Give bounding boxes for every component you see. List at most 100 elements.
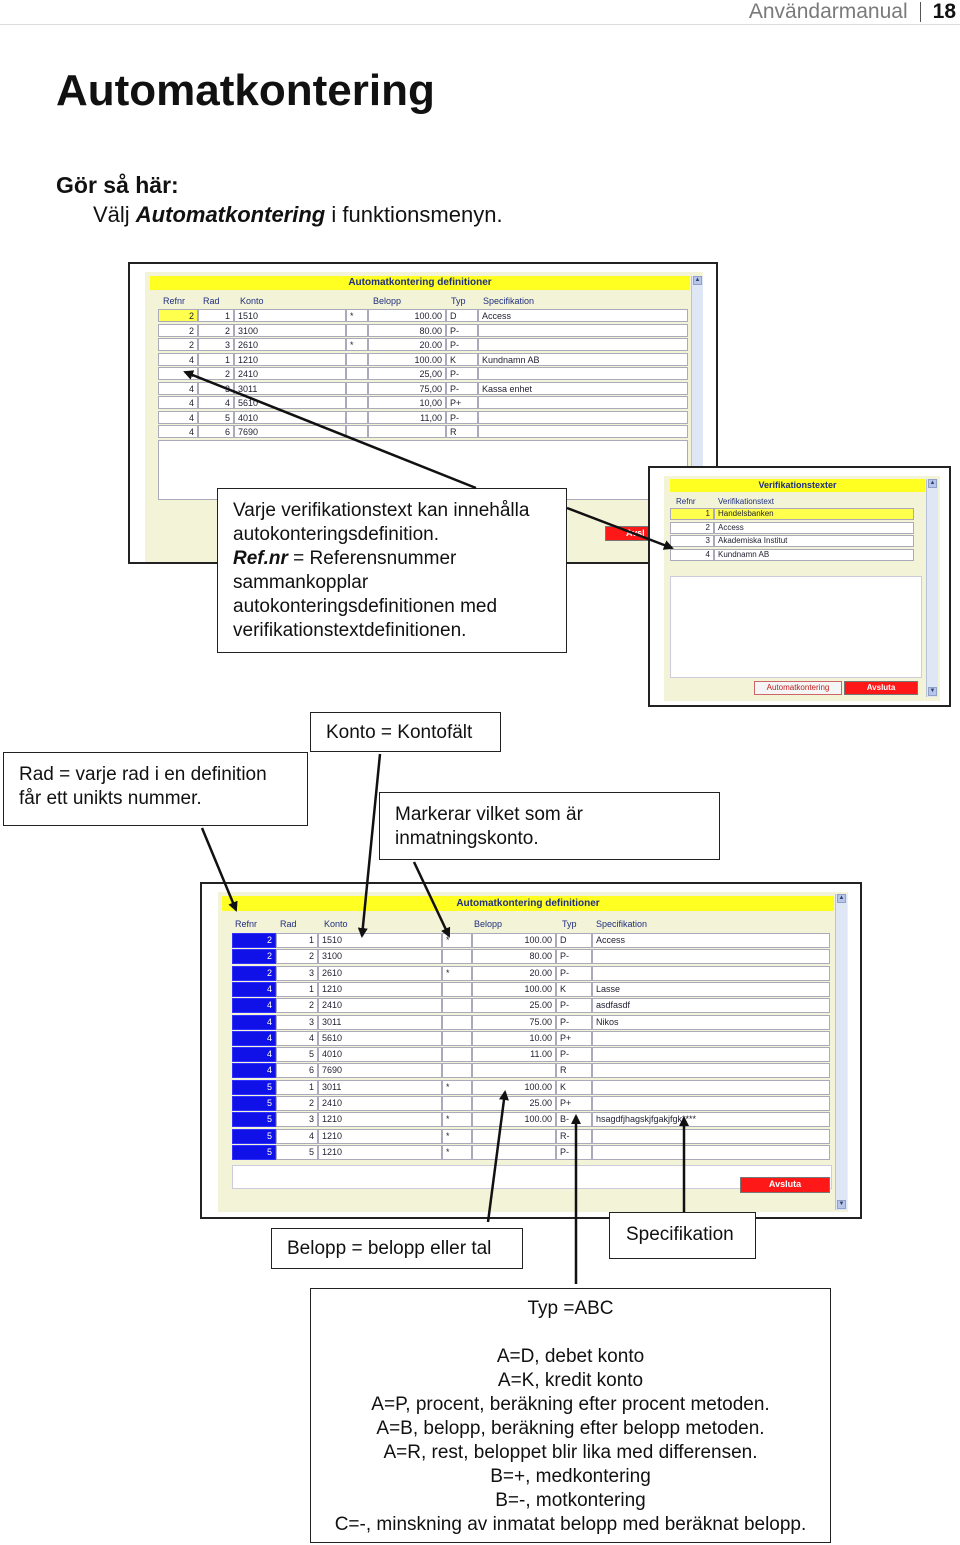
grid-cell[interactable] [472,1063,556,1079]
grid-cell[interactable]: 2 [232,949,276,965]
grid-cell[interactable]: * [442,965,472,981]
scroll-up-icon[interactable]: ▲ [837,894,846,903]
grid-cell[interactable]: 5610 [234,396,346,409]
grid-cell[interactable]: 4 [670,548,714,561]
grid-cell[interactable]: 100.00 [368,352,446,366]
grid-cell[interactable] [472,1128,556,1144]
grid-cell[interactable]: 1510 [318,933,442,948]
grid-cell[interactable] [346,425,368,438]
grid-cell[interactable]: 2 [158,309,198,322]
grid-cell[interactable]: 1 [276,933,318,948]
grid-cell[interactable] [346,323,368,337]
grid-cell[interactable]: P- [556,1014,592,1030]
grid-cell[interactable]: P- [446,367,478,380]
grid-cell[interactable]: 75,00 [368,381,446,395]
grid-cell[interactable]: 11,00 [368,410,446,424]
grid-cell[interactable]: 1510 [234,309,346,322]
grid-cell[interactable] [442,1096,472,1111]
grid-cell[interactable] [592,1047,830,1063]
grid-cell[interactable]: K [556,1079,592,1095]
grid-cell[interactable]: Nikos [592,1014,830,1030]
grid-cell[interactable]: 3011 [234,381,346,395]
grid-cell[interactable]: asdfasdf [592,998,830,1014]
grid-cell[interactable]: 3011 [318,1014,442,1030]
grid-cell[interactable]: 1210 [318,1128,442,1144]
grid-cell[interactable]: P- [556,1144,592,1160]
grid-cell[interactable]: 4 [158,425,198,438]
grid-cell[interactable]: P- [556,1047,592,1063]
grid-cell[interactable]: 3 [276,1112,318,1128]
grid-cell[interactable]: 2 [276,998,318,1014]
grid-cell[interactable] [442,981,472,997]
grid-cell[interactable] [368,425,446,438]
grid-cell[interactable] [478,367,688,380]
grid-cell[interactable]: R [556,1063,592,1079]
grid-cell[interactable]: 5 [232,1096,276,1111]
grid-cell[interactable]: 7690 [318,1063,442,1079]
grid-cell[interactable] [592,1096,830,1111]
grid-cell[interactable] [478,338,688,351]
grid-cell[interactable]: P- [556,949,592,965]
grid-cell[interactable]: P+ [446,396,478,409]
grid-cell[interactable]: 2 [198,367,234,380]
grid-cell[interactable]: * [346,338,368,351]
grid-cell[interactable]: 20.00 [368,338,446,351]
grid-cell[interactable]: 5 [276,1144,318,1160]
grid-cell[interactable]: 2410 [318,998,442,1014]
grid-cell[interactable] [442,949,472,965]
grid-cell[interactable]: 75.00 [472,1014,556,1030]
scroll-up-icon[interactable]: ▲ [928,479,937,488]
grid-cell[interactable]: 4 [232,998,276,1014]
grid-cell[interactable]: Lasse [592,981,830,997]
grid-cell[interactable]: 4 [198,396,234,409]
grid-cell[interactable]: 4 [232,1047,276,1063]
grid-cell[interactable]: Access [714,521,914,534]
grid-cell[interactable]: P+ [556,1030,592,1046]
grid-cell[interactable]: 80.00 [472,949,556,965]
grid-cell[interactable]: 4010 [234,410,346,424]
grid-cell[interactable]: K [446,352,478,366]
grid-cell[interactable]: 3100 [234,323,346,337]
grid-cell[interactable] [442,1030,472,1046]
grid-cell[interactable]: 2 [670,521,714,534]
grid-cell[interactable]: 4 [232,1063,276,1079]
grid-cell[interactable]: 1 [670,508,714,520]
avsluta-button[interactable]: Avsluta [844,681,918,695]
grid-cell[interactable] [478,323,688,337]
scroll-down-icon[interactable]: ▼ [837,1200,846,1209]
grid-cell[interactable]: Akademiska Institut [714,535,914,547]
grid-cell[interactable]: Kassa enhet [478,381,688,395]
grid-cell[interactable]: 100.00 [472,1112,556,1128]
grid-cell[interactable]: hsagdfjhagskjfgakjfgk**** [592,1112,830,1128]
grid-cell[interactable] [346,352,368,366]
grid-cell[interactable]: 2410 [234,367,346,380]
grid-cell[interactable]: 3 [276,1014,318,1030]
grid-cell[interactable]: 5 [232,1079,276,1095]
grid-cell[interactable]: 100.00 [368,309,446,322]
grid-cell[interactable]: 2 [276,949,318,965]
grid-cell[interactable]: 5 [232,1112,276,1128]
grid-cell[interactable] [592,1030,830,1046]
grid-cell[interactable]: P+ [556,1096,592,1111]
grid-cell[interactable]: 6 [198,425,234,438]
grid-cell[interactable]: 1 [276,1079,318,1095]
grid-cell[interactable]: B- [556,1112,592,1128]
grid-cell[interactable]: 4 [158,367,198,380]
grid-cell[interactable]: 2610 [234,338,346,351]
grid-cell[interactable]: 1210 [318,981,442,997]
grid-cell[interactable] [346,396,368,409]
grid-cell[interactable]: P- [446,381,478,395]
scrollbar[interactable]: ▲ ▼ [926,479,938,697]
grid-cell[interactable]: Kundnamn AB [714,548,914,561]
grid-cell[interactable] [478,425,688,438]
grid-cell[interactable]: 100.00 [472,933,556,948]
grid-cell[interactable]: 1 [198,352,234,366]
grid-cell[interactable]: R- [556,1128,592,1144]
grid-cell[interactable]: 2610 [318,965,442,981]
avsluta-button[interactable]: Avsluta [740,1177,830,1193]
grid-cell[interactable]: * [442,933,472,948]
automatkontering-button[interactable]: Automatkontering [754,681,842,695]
grid-cell[interactable] [472,1144,556,1160]
grid-cell[interactable]: Kundnamn AB [478,352,688,366]
grid-cell[interactable]: 1210 [234,352,346,366]
